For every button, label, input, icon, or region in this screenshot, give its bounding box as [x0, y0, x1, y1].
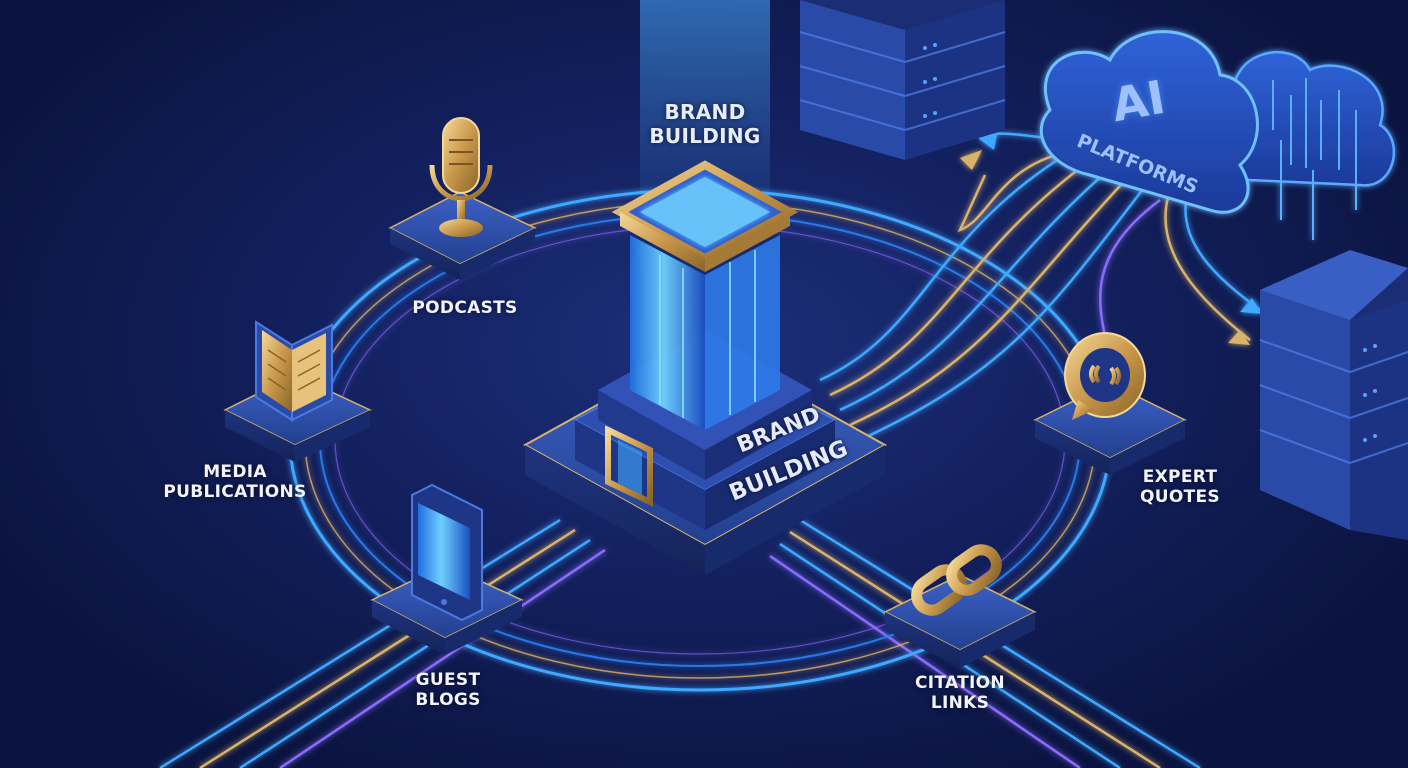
server-rack-top: [799, 0, 1006, 160]
label-expert-quotes: EXPERT QUOTES: [1130, 467, 1230, 507]
open-book-icon: [255, 320, 333, 422]
label-media-line1: MEDIA: [203, 462, 267, 482]
label-guest-line2: BLOGS: [415, 690, 481, 710]
ai-title: AI: [1107, 69, 1170, 133]
tablet-icon: [411, 483, 483, 622]
label-citation-line1: CITATION: [915, 673, 1005, 693]
hub-title-line1: BRAND: [664, 100, 746, 124]
chain-link-icon: [911, 544, 1002, 616]
label-citation-line2: LINKS: [930, 693, 990, 713]
ai-cloud: [1039, 30, 1396, 240]
server-rack-right: [1259, 250, 1408, 540]
platform-expert: [1033, 382, 1187, 475]
label-expert-line2: QUOTES: [1140, 487, 1220, 507]
speech-bubble-icon: [1064, 332, 1146, 420]
label-media-publications: MEDIA PUBLICATIONS: [160, 462, 310, 502]
label-media-line2: PUBLICATIONS: [163, 482, 307, 502]
label-guest-blogs: GUEST BLOGS: [398, 670, 498, 710]
label-guest-line1: GUEST: [415, 670, 481, 690]
hub-title: BRAND BUILDING: [640, 100, 770, 148]
label-podcasts-line1: PODCASTS: [412, 298, 518, 318]
hub-title-line2: BUILDING: [649, 124, 761, 148]
label-citation-links: CITATION LINKS: [905, 673, 1015, 713]
label-expert-line1: EXPERT: [1142, 467, 1218, 487]
hub-pillar: [611, 0, 799, 430]
microphone-icon: [429, 117, 493, 237]
label-podcasts: PODCASTS: [405, 298, 525, 318]
platform-citation: [883, 574, 1037, 668]
